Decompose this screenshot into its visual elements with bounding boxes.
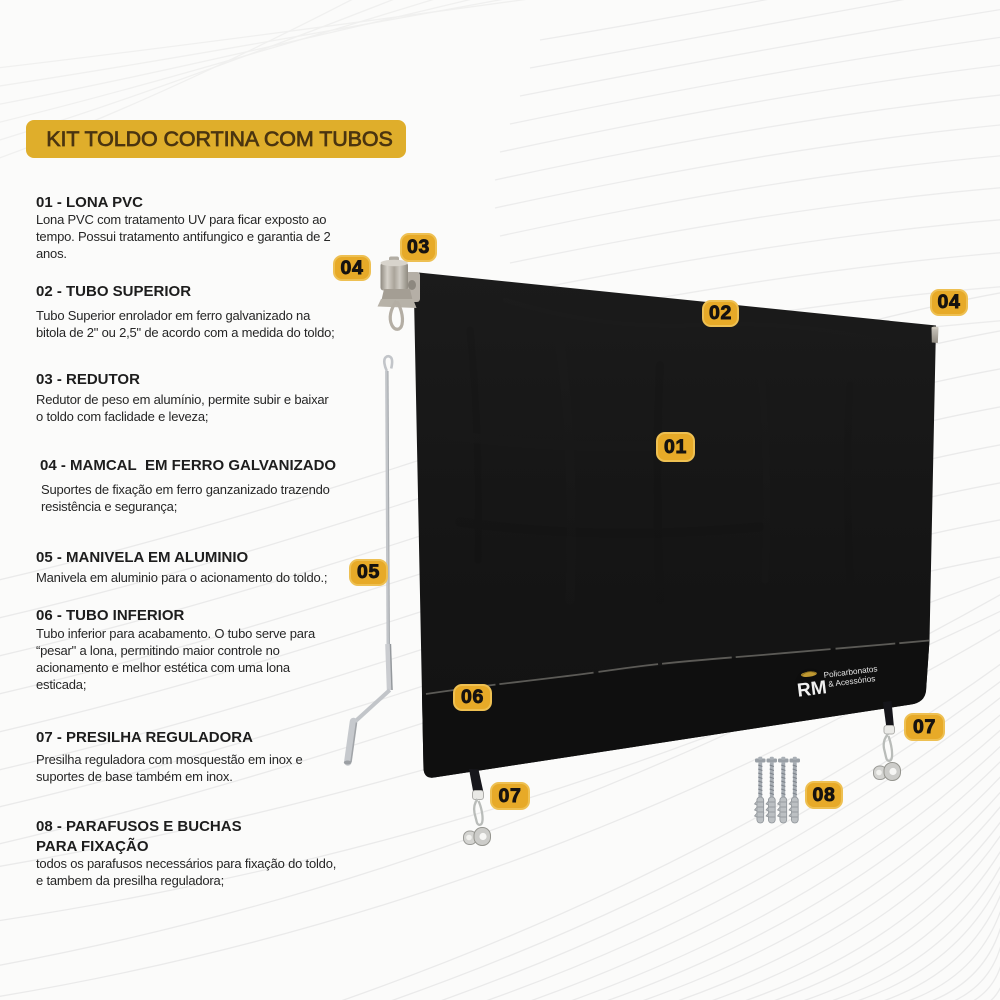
svg-text:RM: RM	[796, 677, 828, 701]
